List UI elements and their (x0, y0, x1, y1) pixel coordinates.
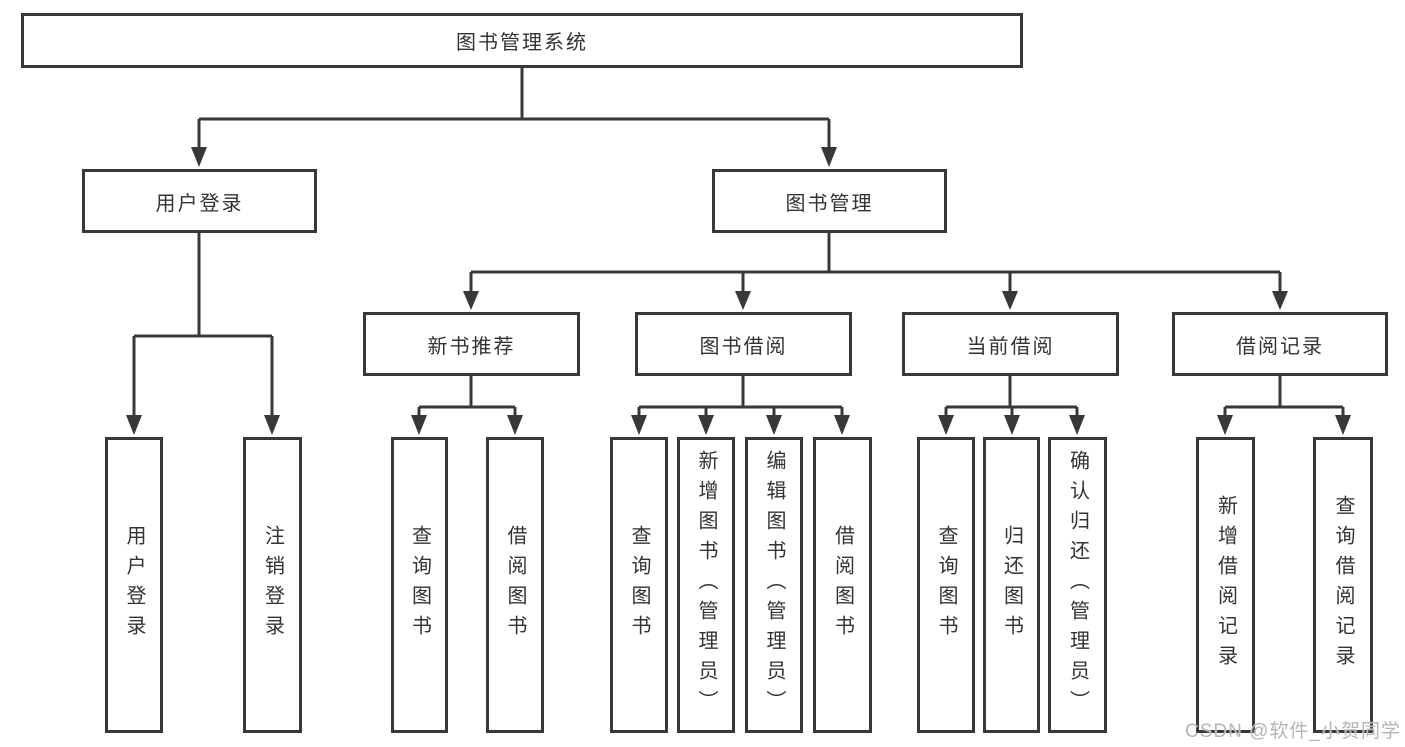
node-book-borrow: 图书借阅 (635, 312, 852, 376)
node-new-book-recommend: 新书推荐 (363, 312, 580, 376)
leaf-query-book-current: 查询图书 (917, 437, 975, 733)
node-user-login: 用户登录 (82, 169, 317, 233)
leaf-query-borrow-record: 查询借阅记录 (1313, 437, 1373, 733)
leaf-query-book-borrow: 查询图书 (610, 437, 668, 733)
connector-level3-to-leaves (417, 376, 1345, 417)
root-node-system-title: 图书管理系统 (21, 13, 1023, 68)
node-borrow-records: 借阅记录 (1172, 312, 1388, 376)
csdn-watermark: CSDN @软件_小贺同学 (1185, 721, 1401, 742)
leaf-borrow-book: 借阅图书 (813, 437, 872, 733)
leaf-add-borrow-record: 新增借阅记录 (1196, 437, 1255, 733)
leaf-logout-login: 注销登录 (243, 437, 302, 733)
connector-bookmgmt-to-level3 (469, 233, 1282, 293)
node-book-management: 图书管理 (712, 169, 947, 233)
leaf-return-book: 归还图书 (983, 437, 1040, 733)
leaf-user-login: 用户登录 (105, 437, 163, 733)
connector-userlogin-to-leaves (132, 233, 274, 417)
node-current-borrow: 当前借阅 (902, 312, 1119, 376)
connector-root-to-level2 (197, 68, 831, 149)
leaf-query-book-recommend: 查询图书 (391, 437, 448, 733)
leaf-edit-book-admin: 编辑图书（管理员） (745, 437, 803, 733)
leaf-confirm-return-admin: 确认归还（管理员） (1048, 437, 1107, 733)
leaf-add-book-admin: 新增图书（管理员） (677, 437, 735, 733)
leaf-borrow-book-recommend: 借阅图书 (486, 437, 544, 733)
arrowheads (126, 147, 1351, 435)
